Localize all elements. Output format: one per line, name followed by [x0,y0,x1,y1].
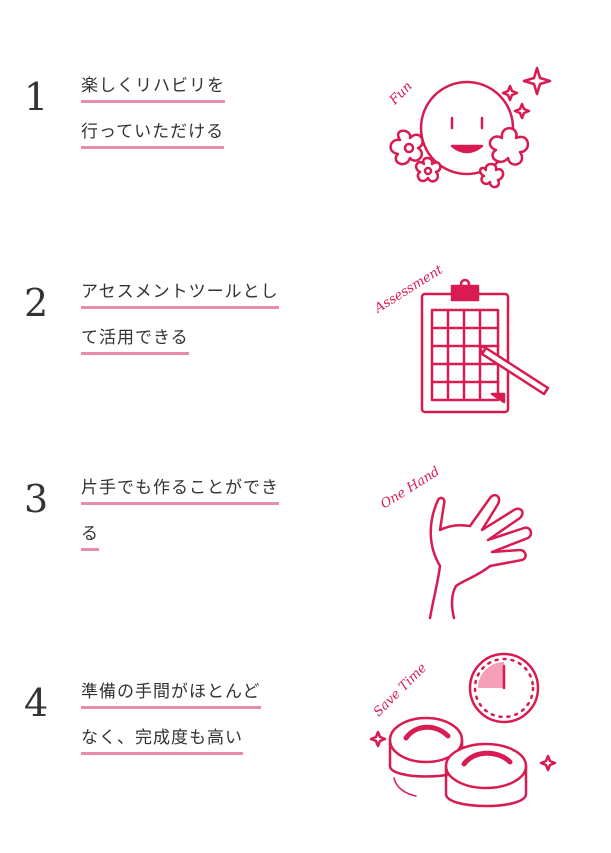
item-number: 3 [24,477,49,521]
smiley-flowers-icon: Fun [382,58,552,198]
item-number: 2 [24,281,49,325]
clipboard-pencil-icon: Assessment [371,248,562,418]
item-text-line-1: アセスメントツールとし [81,282,279,309]
item-text-line-1: 楽しくリハビリを [81,76,225,103]
item-text: アセスメントツールとし て活用できる [81,282,279,374]
item-text-line-2: る [81,524,99,551]
item-text-line-2: 行っていただける [81,122,225,149]
item-text: 準備の手間がほとんど なく、完成度も高い [81,682,261,774]
hand-icon: One Hand [378,446,568,626]
badge-assessment: Assessment [371,262,446,317]
item-text-line-2: なく、完成度も高い [81,728,243,755]
badge-fun: Fun [386,79,416,109]
item-text-line-1: 準備の手間がほとんど [81,682,261,709]
item-text: 片手でも作ることができ る [81,478,279,570]
badge-save-time: Save Time [371,661,430,720]
item-text-line-1: 片手でも作ることができ [81,478,279,505]
clock-sushi-icon: Save Time [366,648,566,828]
badge-one-hand: One Hand [378,464,442,512]
item-number: 4 [24,681,49,725]
item-text-line-2: て活用できる [81,328,189,355]
item-number: 1 [24,75,49,119]
item-text: 楽しくリハビリを 行っていただける [81,76,225,168]
